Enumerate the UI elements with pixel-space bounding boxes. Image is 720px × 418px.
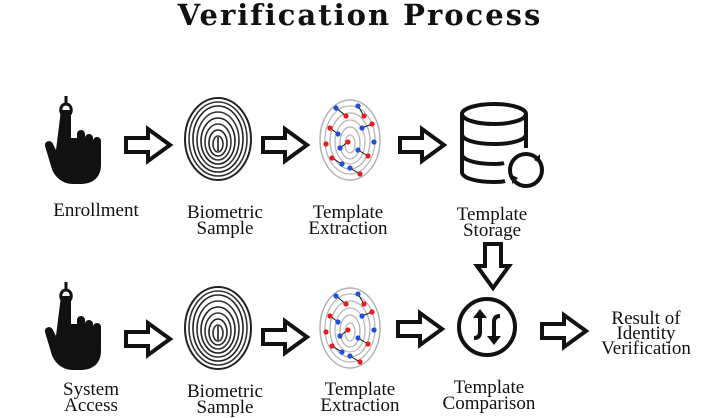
step-label-template-storage: Template Storage [440,207,544,239]
arrow-down-icon [476,242,510,290]
page-title: Verification Process [0,0,720,32]
arrow-right-icon [398,128,448,162]
arrow-right-icon [396,312,446,346]
step-label-system-access: System Access [36,382,146,414]
fingerprint-icon [183,97,255,183]
arrow-right-icon [261,320,311,354]
hand-touch-icon [52,282,112,366]
fingerprint-icon [183,286,255,372]
step-label-enrollment: Enrollment [40,203,152,219]
arrow-right-icon [124,128,174,162]
step-label-template-extraction: Template Extraction [308,382,412,414]
arrow-right-icon [540,314,590,348]
hand-touch-icon [52,96,112,180]
arrow-right-icon [124,322,174,356]
result-label: Result of Identity Verification [588,311,704,356]
database-sync-icon [456,102,548,190]
arrow-right-icon [261,128,311,162]
step-label-template-extraction: Template Extraction [296,205,400,237]
step-label-template-comparison: Template Comparison [428,380,550,412]
step-label-biometric-sample: Biometric Sample [170,384,280,416]
fingerprint-minutiae-icon [318,286,384,372]
step-label-biometric-sample: Biometric Sample [170,205,280,237]
fingerprint-minutiae-icon [318,98,384,184]
compare-arrows-icon [456,296,518,358]
